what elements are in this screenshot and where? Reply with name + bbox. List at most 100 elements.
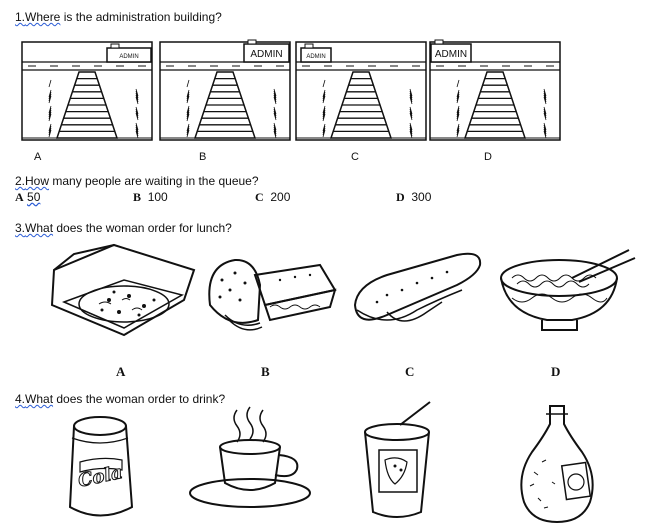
grass-d [543, 108, 547, 117]
grass-a [135, 108, 139, 117]
grass-a [135, 126, 139, 135]
grass-d [456, 95, 460, 104]
grass-b [273, 126, 277, 135]
noodle-bowl-icon [500, 249, 636, 331]
grass-c [322, 107, 326, 116]
q3-label-d: D [551, 364, 561, 379]
grass-b [186, 93, 190, 102]
grass-a [48, 95, 52, 104]
grass-a [135, 112, 139, 121]
coffee-cup-icon [189, 406, 311, 508]
grass-b [186, 109, 190, 118]
grass-c [322, 129, 326, 138]
sandwich-icon [208, 258, 337, 331]
q2-option-d: D 300 [396, 190, 432, 204]
building-roof-c [304, 43, 314, 49]
grass-c [322, 113, 326, 122]
grass-c [409, 108, 413, 117]
grass-c [409, 96, 413, 105]
grass-d [543, 92, 547, 101]
question-3-text: does the woman order for lunch? [53, 221, 232, 235]
q3-label-c: C [405, 364, 415, 379]
cola-can-text: Cola [76, 462, 124, 492]
question-2-text: many people are waiting in the queue? [49, 174, 259, 188]
grass-a [135, 124, 139, 133]
grass-b [186, 127, 190, 136]
grass-b [186, 123, 190, 132]
q1-label-c: C [351, 151, 359, 163]
grass-a [48, 89, 52, 98]
grass-b [273, 94, 277, 103]
grass-a [135, 94, 139, 103]
grass-a [135, 130, 139, 139]
grass-d [543, 126, 547, 135]
grass-d [456, 123, 460, 132]
q3-label-b: B [261, 364, 270, 379]
q3-label-a: A [116, 364, 126, 379]
q2-option-a: A 50 [15, 190, 41, 204]
grass-a [48, 91, 52, 100]
grass-b [186, 105, 190, 114]
grass-c [322, 89, 326, 98]
cola-can-icon: Cola [68, 416, 134, 517]
grass-d [456, 113, 460, 122]
grass-c [409, 128, 413, 137]
grass-d [543, 112, 547, 121]
grass-b [186, 89, 190, 98]
grass-a [48, 107, 52, 116]
grass-b [186, 95, 190, 104]
grass-c [322, 123, 326, 132]
question-1-number: 1.Where [15, 10, 61, 24]
grass-b [273, 124, 277, 133]
grass-b [273, 96, 277, 105]
grass-b [273, 110, 277, 119]
grass-a [48, 127, 52, 136]
grass-c [409, 92, 413, 101]
grass-b [273, 90, 277, 99]
grass-d [456, 91, 460, 100]
q1-label-d: D [484, 151, 492, 163]
grass-d [543, 94, 547, 103]
grass-c [409, 124, 413, 133]
grass-b [186, 129, 190, 138]
grass-d [543, 88, 547, 97]
grass-c [409, 130, 413, 139]
grass-a [135, 110, 139, 119]
grass-a [48, 129, 52, 138]
question-4: 4.What does the woman order to drink? [15, 392, 226, 406]
q1-label-a: A [34, 151, 42, 163]
grass-d [456, 107, 460, 116]
grass-c [322, 105, 326, 114]
admin-building-a [106, 47, 152, 63]
grass-b [273, 122, 277, 131]
q1-label-b: B [199, 151, 207, 163]
grass-d [543, 128, 547, 137]
grass-b [186, 107, 190, 116]
grass-c [322, 125, 326, 134]
grass-d [456, 127, 460, 136]
question-3: 3.What does the woman order for lunch? [15, 221, 232, 235]
admin-sign-b: ADMIN [250, 49, 282, 60]
grass-d [543, 96, 547, 105]
grass-c [322, 111, 326, 120]
grass-b [273, 108, 277, 117]
q2-option-c: C 200 [255, 190, 291, 204]
admin-building-b [243, 43, 290, 63]
grass-d [456, 79, 460, 88]
grass-a [135, 90, 139, 99]
admin-sign-a: ADMIN [119, 54, 138, 60]
admin-building-c [300, 47, 332, 63]
grass-c [409, 112, 413, 121]
grass-b [186, 125, 190, 134]
grass-a [135, 92, 139, 101]
grass-a [48, 125, 52, 134]
grass-a [48, 123, 52, 132]
grass-c [322, 127, 326, 136]
grass-b [273, 112, 277, 121]
grass-c [409, 110, 413, 119]
grass-b [273, 106, 277, 115]
question-2: 2.How many people are waiting in the que… [15, 174, 259, 188]
grass-d [456, 93, 460, 102]
grass-d [456, 109, 460, 118]
grass-a [135, 122, 139, 131]
